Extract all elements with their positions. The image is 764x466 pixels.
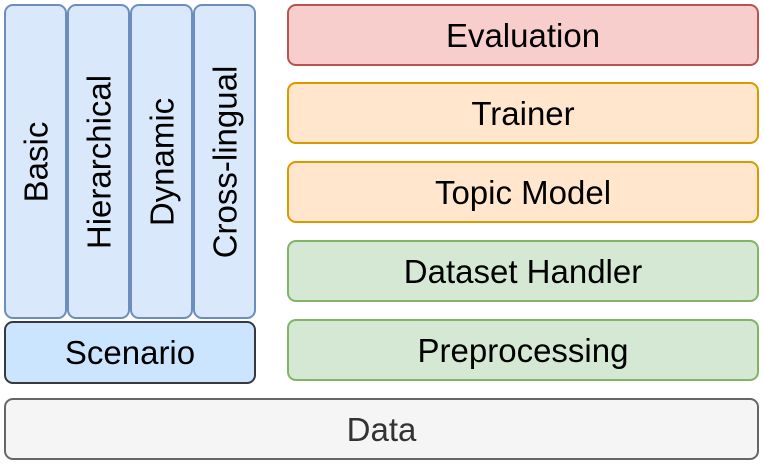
scenario-cross-lingual-box: Cross-lingual [193, 4, 256, 319]
scenario-box: Scenario [4, 321, 256, 384]
trainer-label: Trainer [471, 94, 575, 132]
scenario-hierarchical-box: Hierarchical [67, 4, 130, 319]
scenario-dynamic-box: Dynamic [130, 4, 193, 319]
dataset-handler-label: Dataset Handler [403, 252, 643, 290]
data-label: Data [346, 410, 417, 448]
scenario-dynamic-label: Dynamic [143, 97, 180, 226]
trainer-box: Trainer [287, 82, 759, 144]
scenario-cross-lingual-label: Cross-lingual [206, 65, 243, 258]
scenario-hierarchical-label: Hierarchical [80, 74, 117, 249]
topic-model-label: Topic Model [434, 173, 612, 211]
preprocessing-box: Preprocessing [287, 319, 759, 381]
scenario-label: Scenario [64, 334, 196, 371]
evaluation-label: Evaluation [445, 16, 601, 54]
dataset-handler-box: Dataset Handler [287, 240, 759, 302]
data-box: Data [4, 398, 759, 460]
scenario-basic-label: Basic [17, 121, 54, 202]
topic-model-box: Topic Model [287, 161, 759, 223]
evaluation-box: Evaluation [287, 4, 759, 66]
preprocessing-label: Preprocessing [417, 331, 629, 369]
scenario-basic-box: Basic [4, 4, 67, 319]
